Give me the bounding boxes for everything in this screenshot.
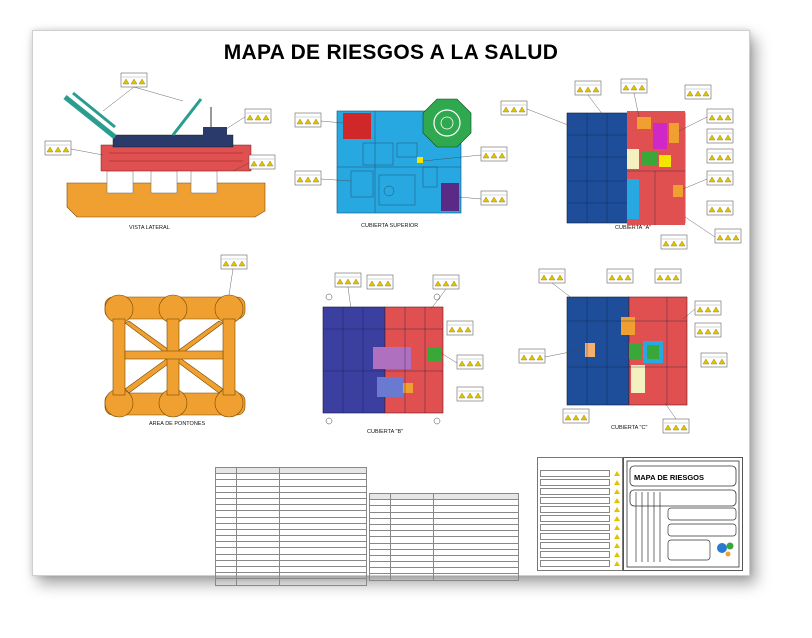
hazard-triangle-icon <box>614 507 620 512</box>
hazard-triangle-icon <box>614 498 620 503</box>
deck-b-drawing <box>322 273 483 425</box>
hazard-triangle-icon <box>614 471 620 476</box>
legend-row <box>540 533 610 540</box>
title-block: MAPA DE RIESGOS <box>623 457 743 571</box>
hazard-triangle-icon <box>614 561 620 566</box>
deck-a-drawing <box>501 79 741 249</box>
legend-header <box>540 462 610 467</box>
table-row <box>369 573 519 581</box>
title-block-heading: MAPA DE RIESGOS <box>634 473 705 482</box>
caption-deck-a: CUBIERTA "A" <box>615 225 652 231</box>
legend-row <box>540 551 610 558</box>
hazard-triangle-icon <box>614 534 620 539</box>
legend-row <box>540 488 610 495</box>
hazard-triangle-icon <box>614 480 620 485</box>
deck-c-drawing <box>519 269 727 433</box>
title-block-frame <box>626 460 740 568</box>
hazard-triangle-icon <box>614 516 620 521</box>
caption-deck-b: CUBIERTA "B" <box>367 429 404 435</box>
drawings-canvas <box>33 31 749 575</box>
hazard-triangle-icon <box>614 543 620 548</box>
hazard-symbol-legend <box>537 457 623 571</box>
upper-deck-drawing <box>295 98 507 214</box>
table-row <box>215 578 367 586</box>
risk-map-poster: MAPA DE RIESGOS A LA SALUD <box>32 30 750 586</box>
hazard-triangle-icon <box>614 489 620 494</box>
pontoon-area-drawing <box>104 294 246 418</box>
legend-row <box>540 497 610 504</box>
poster-title: MAPA DE RIESGOS A LA SALUD <box>223 41 559 64</box>
legend-row <box>540 542 610 549</box>
hazard-reference-table-2 <box>369 492 519 581</box>
legend-row <box>540 506 610 513</box>
hazard-triangle-icon <box>614 552 620 557</box>
caption-upper-deck: CUBIERTA SUPERIOR <box>361 223 419 229</box>
side-view-drawing <box>45 73 275 218</box>
legend-row <box>540 524 610 531</box>
legend-row <box>540 470 610 477</box>
hazard-triangle-icon <box>614 525 620 530</box>
hazard-reference-table-1 <box>215 466 367 586</box>
legend-row <box>540 479 610 486</box>
company-logo-icon <box>717 542 734 557</box>
caption-deck-c: CUBIERTA "C" <box>611 425 648 431</box>
caption-side-view: VISTA LATERAL <box>129 225 170 231</box>
legend-row <box>540 560 610 567</box>
legend-row <box>540 515 610 522</box>
caption-pontoon-area: AREA DE PONTONES <box>149 421 206 427</box>
